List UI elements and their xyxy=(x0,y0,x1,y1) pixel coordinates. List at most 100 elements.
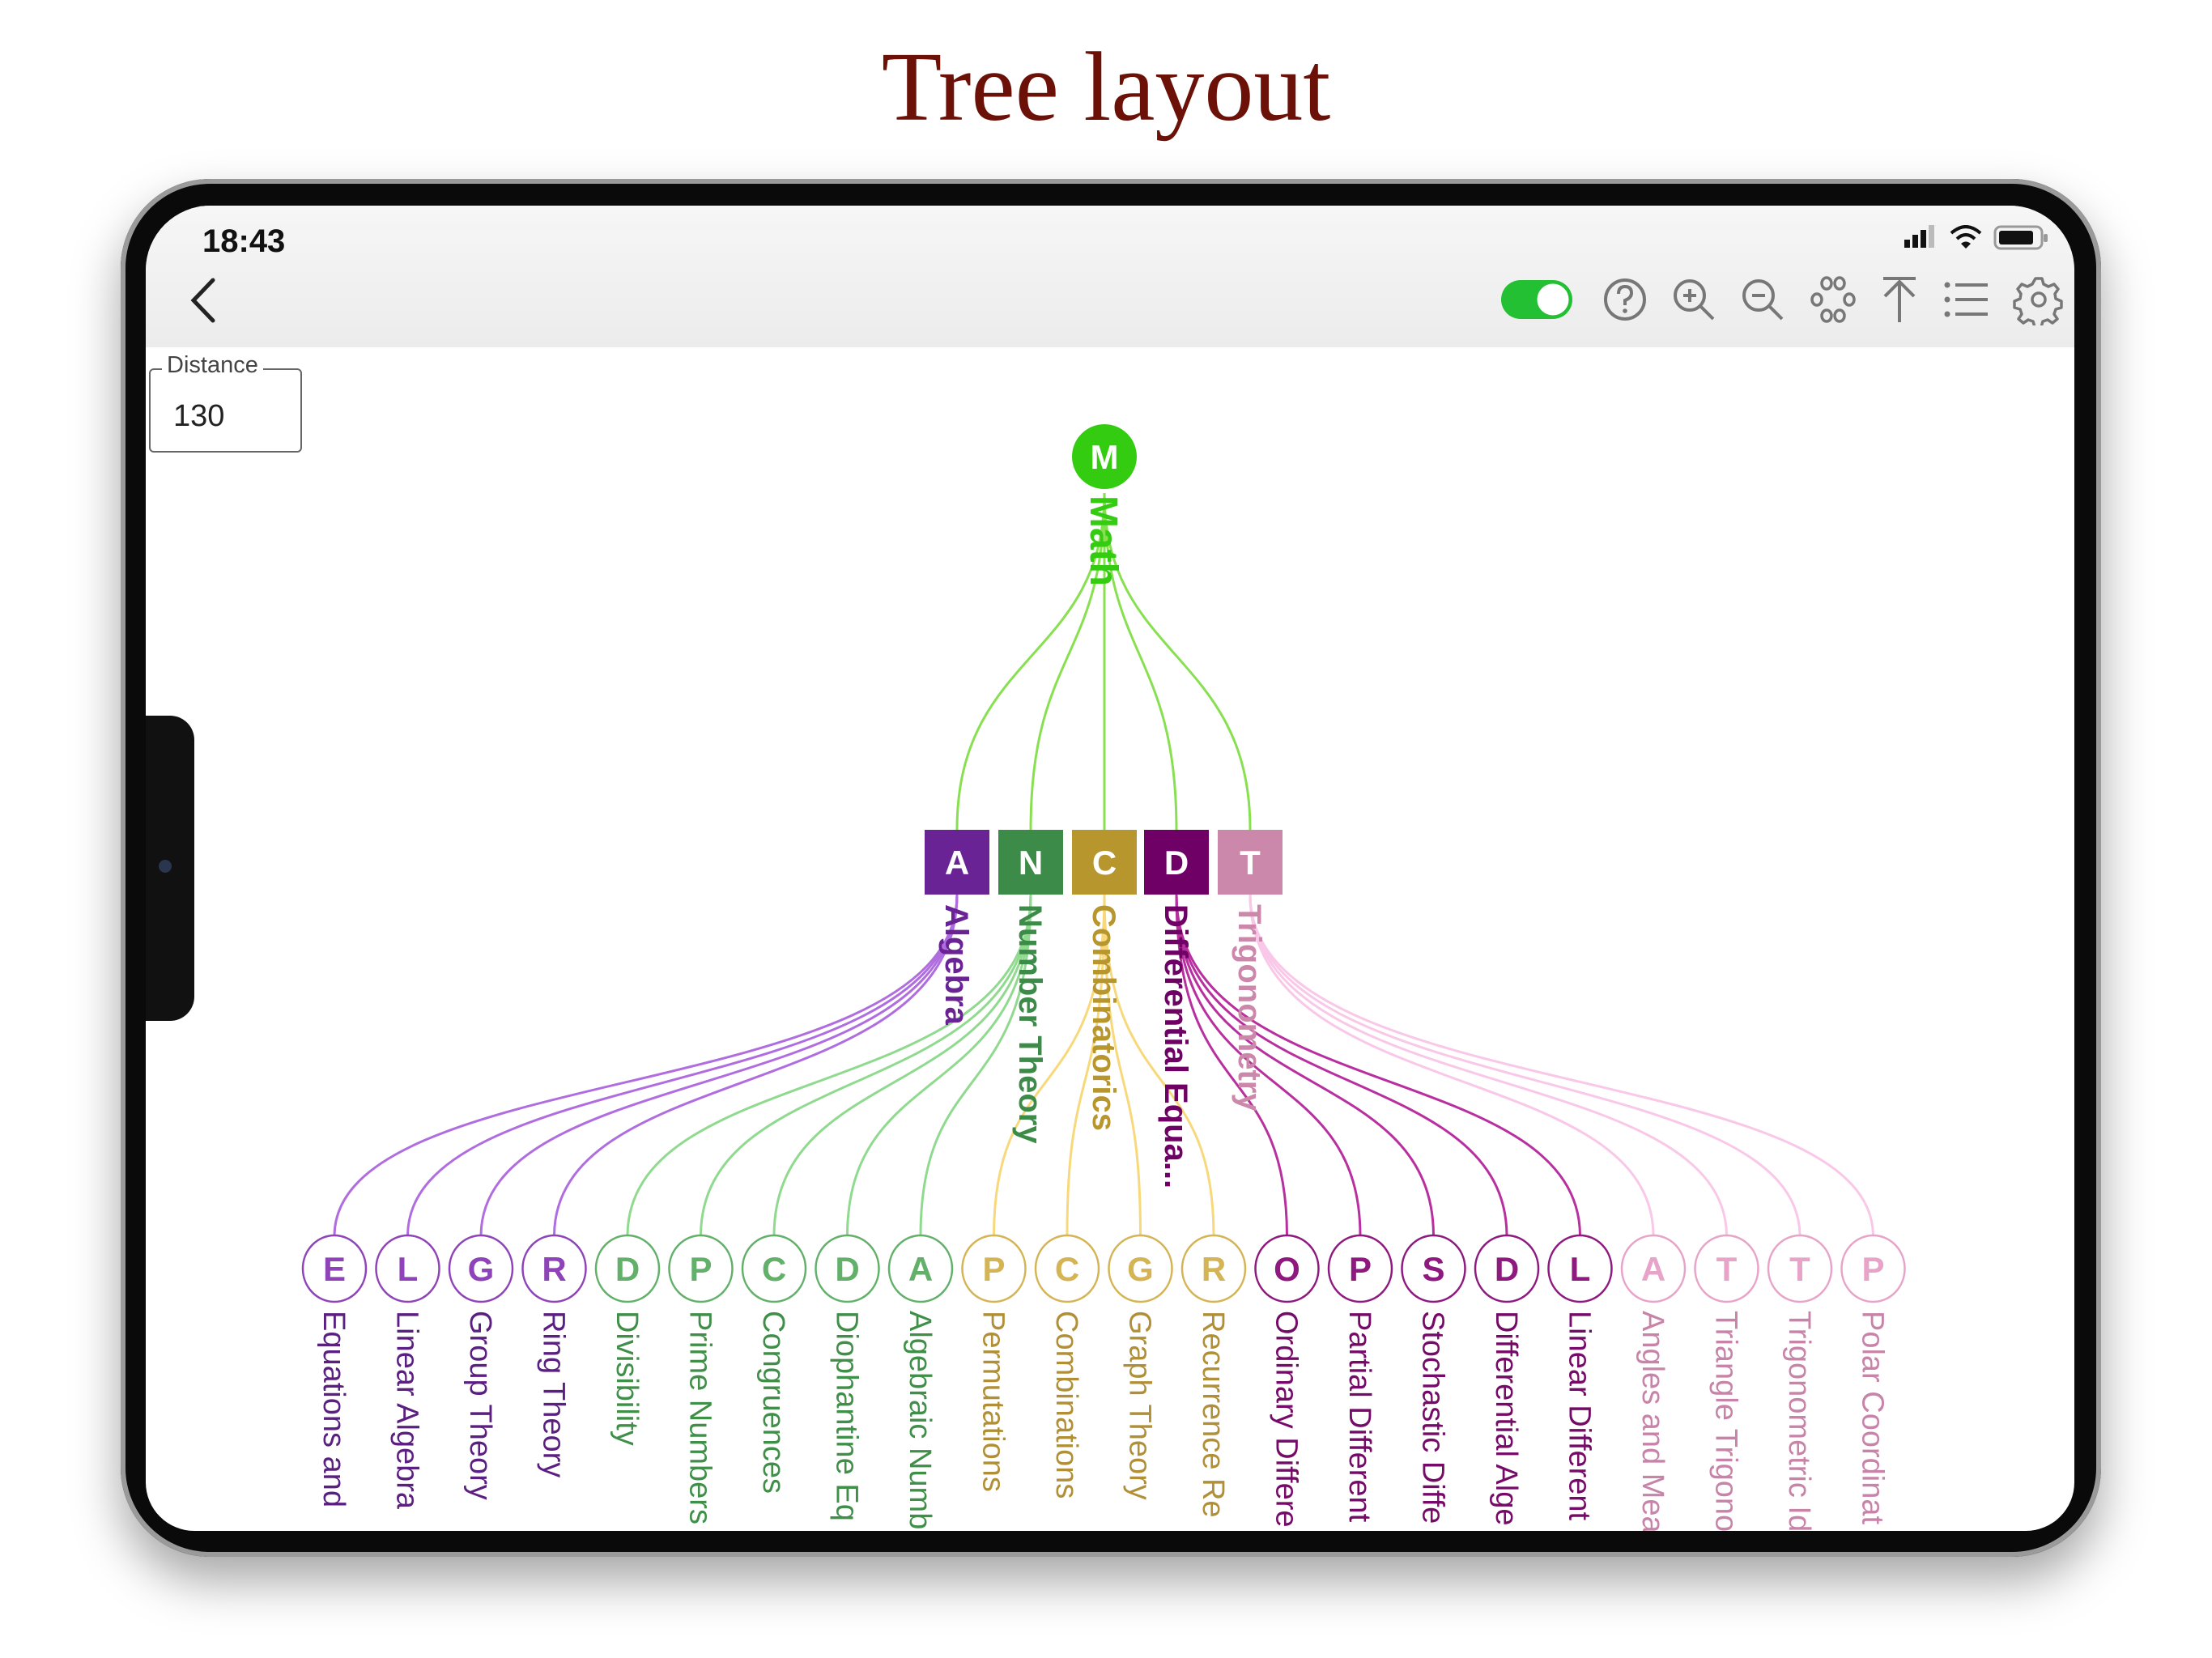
leaf-node[interactable]: R Ring Theory xyxy=(521,1234,587,1477)
leaf-node-label[interactable]: Linear Algebra xyxy=(390,1311,424,1510)
branch-node-square[interactable] xyxy=(1218,830,1283,895)
help-icon[interactable] xyxy=(1599,274,1651,325)
leaf-node-letter[interactable]: L xyxy=(398,1250,419,1288)
leaf-node[interactable]: G Group Theory xyxy=(448,1234,514,1500)
leaf-node-circle[interactable] xyxy=(961,1234,1027,1303)
branch-node-label[interactable]: Number Theory xyxy=(1012,904,1048,1144)
leaf-node-letter[interactable]: D xyxy=(615,1250,640,1288)
leaf-node-label[interactable]: Partial Different xyxy=(1342,1311,1376,1523)
leaf-node-letter[interactable]: P xyxy=(982,1250,1005,1288)
leaf-node-letter[interactable]: G xyxy=(468,1250,495,1288)
branch-node-label[interactable]: Combinatorics xyxy=(1086,904,1121,1131)
leaf-node-circle[interactable] xyxy=(668,1234,734,1303)
leaf-node-letter[interactable]: P xyxy=(1861,1250,1884,1288)
leaf-node-letter[interactable]: D xyxy=(835,1250,859,1288)
leaf-node-letter[interactable]: D xyxy=(1495,1250,1519,1288)
leaf-node-circle[interactable] xyxy=(448,1234,514,1303)
zoom-out-icon[interactable] xyxy=(1737,274,1789,325)
branch-node-algebra[interactable]: A Algebra xyxy=(925,830,989,1026)
leaf-node-letter[interactable]: G xyxy=(1127,1250,1154,1288)
distance-field[interactable]: Distance 130 xyxy=(149,352,302,453)
leaf-node-letter[interactable]: O xyxy=(1274,1250,1300,1288)
branch-node-square[interactable] xyxy=(998,830,1063,895)
leaf-node-circle[interactable] xyxy=(1474,1234,1540,1303)
branch-node-letter[interactable]: A xyxy=(945,844,969,882)
zoom-in-icon[interactable] xyxy=(1668,274,1720,325)
leaf-node-label[interactable]: Stochastic Diffe xyxy=(1416,1311,1450,1524)
leaf-node-label[interactable]: Triangle Trigono xyxy=(1709,1311,1743,1531)
leaf-node[interactable]: R Recurrence Re xyxy=(1180,1234,1247,1518)
leaf-node-label[interactable]: Divisibility xyxy=(610,1311,644,1446)
leaf-node-circle[interactable] xyxy=(1034,1234,1100,1303)
leaf-node-label[interactable]: Polar Coordinat xyxy=(1856,1311,1890,1524)
branch-node-combinatorics[interactable]: C Combinatorics xyxy=(1072,830,1137,1131)
leaf-node-label[interactable]: Group Theory xyxy=(463,1311,497,1500)
branch-node-square[interactable] xyxy=(1144,830,1209,895)
leaf-node-label[interactable]: Equations and xyxy=(317,1311,351,1507)
leaf-node-letter[interactable]: R xyxy=(542,1250,566,1288)
branch-node-letter[interactable]: C xyxy=(1092,844,1117,882)
leaf-node-circle[interactable] xyxy=(1401,1234,1466,1303)
settings-gear-icon[interactable] xyxy=(2013,274,2065,325)
leaf-node[interactable]: C Congruences xyxy=(741,1234,807,1494)
leaf-node-label[interactable]: Prime Numbers xyxy=(683,1311,717,1524)
leaf-node-circle[interactable] xyxy=(1547,1234,1613,1303)
leaf-node[interactable]: P Prime Numbers xyxy=(668,1234,734,1524)
leaf-node-circle[interactable] xyxy=(1620,1234,1687,1303)
leaf-node-label[interactable]: Congruences xyxy=(756,1311,790,1494)
leaf-node-circle[interactable] xyxy=(521,1234,587,1303)
branch-node-letter[interactable]: D xyxy=(1164,844,1189,882)
leaf-node-label[interactable]: Diophantine Eq xyxy=(830,1311,864,1521)
leaf-node-letter[interactable]: C xyxy=(1055,1250,1079,1288)
leaf-node-letter[interactable]: T xyxy=(1789,1250,1810,1288)
leaf-node-label[interactable]: Ring Theory xyxy=(537,1311,571,1477)
leaf-node-letter[interactable]: T xyxy=(1716,1250,1738,1288)
leaf-node[interactable]: D Diophantine Eq xyxy=(815,1234,880,1521)
leaf-node-circle[interactable] xyxy=(1694,1234,1759,1303)
branch-node-letter[interactable]: T xyxy=(1240,844,1261,882)
root-node-label[interactable]: Math xyxy=(1082,495,1125,586)
leaf-node-circle[interactable] xyxy=(1180,1234,1247,1303)
leaf-node-circle[interactable] xyxy=(301,1234,368,1303)
distance-value[interactable]: 130 xyxy=(173,399,225,433)
leaf-node-circle[interactable] xyxy=(1767,1234,1833,1303)
leaf-node-label[interactable]: Linear Different xyxy=(1563,1311,1597,1521)
leaf-node-letter[interactable]: P xyxy=(689,1250,712,1288)
root-node-letter[interactable]: M xyxy=(1091,438,1119,476)
root-node-circle[interactable] xyxy=(1072,424,1137,489)
leaf-node-label[interactable]: Ordinary Differe xyxy=(1270,1311,1304,1528)
leaf-node[interactable]: D Divisibility xyxy=(594,1234,661,1446)
leaf-node-letter[interactable]: C xyxy=(762,1250,786,1288)
leaf-node-circle[interactable] xyxy=(1108,1234,1173,1303)
leaf-node-letter[interactable]: A xyxy=(1641,1250,1665,1288)
branch-node-square[interactable] xyxy=(925,830,989,895)
leaf-node-circle[interactable] xyxy=(1840,1234,1906,1303)
leaf-node[interactable]: A Algebraic Numb xyxy=(887,1234,954,1529)
leaf-node-circle[interactable] xyxy=(594,1234,661,1303)
branch-node-label[interactable]: Trigonometry xyxy=(1231,904,1267,1112)
leaf-node[interactable]: T Triangle Trigono xyxy=(1694,1234,1759,1531)
branch-node-label[interactable]: Differential Equa... xyxy=(1158,904,1193,1188)
leaf-node-letter[interactable]: R xyxy=(1202,1250,1226,1288)
leaf-node-letter[interactable]: A xyxy=(908,1250,933,1288)
branch-node-label[interactable]: Algebra xyxy=(938,904,974,1026)
leaf-node-label[interactable]: Permutations xyxy=(976,1311,1010,1492)
leaf-node-label[interactable]: Algebraic Numb xyxy=(903,1311,937,1529)
leaf-node[interactable]: P Polar Coordinat xyxy=(1840,1234,1906,1524)
branch-node-square[interactable] xyxy=(1072,830,1137,895)
leaf-node-circle[interactable] xyxy=(1254,1234,1320,1303)
leaf-node-label[interactable]: Recurrence Re xyxy=(1196,1311,1230,1518)
leaf-node[interactable]: O Ordinary Differe xyxy=(1254,1234,1320,1528)
leaf-node-circle[interactable] xyxy=(741,1234,807,1303)
